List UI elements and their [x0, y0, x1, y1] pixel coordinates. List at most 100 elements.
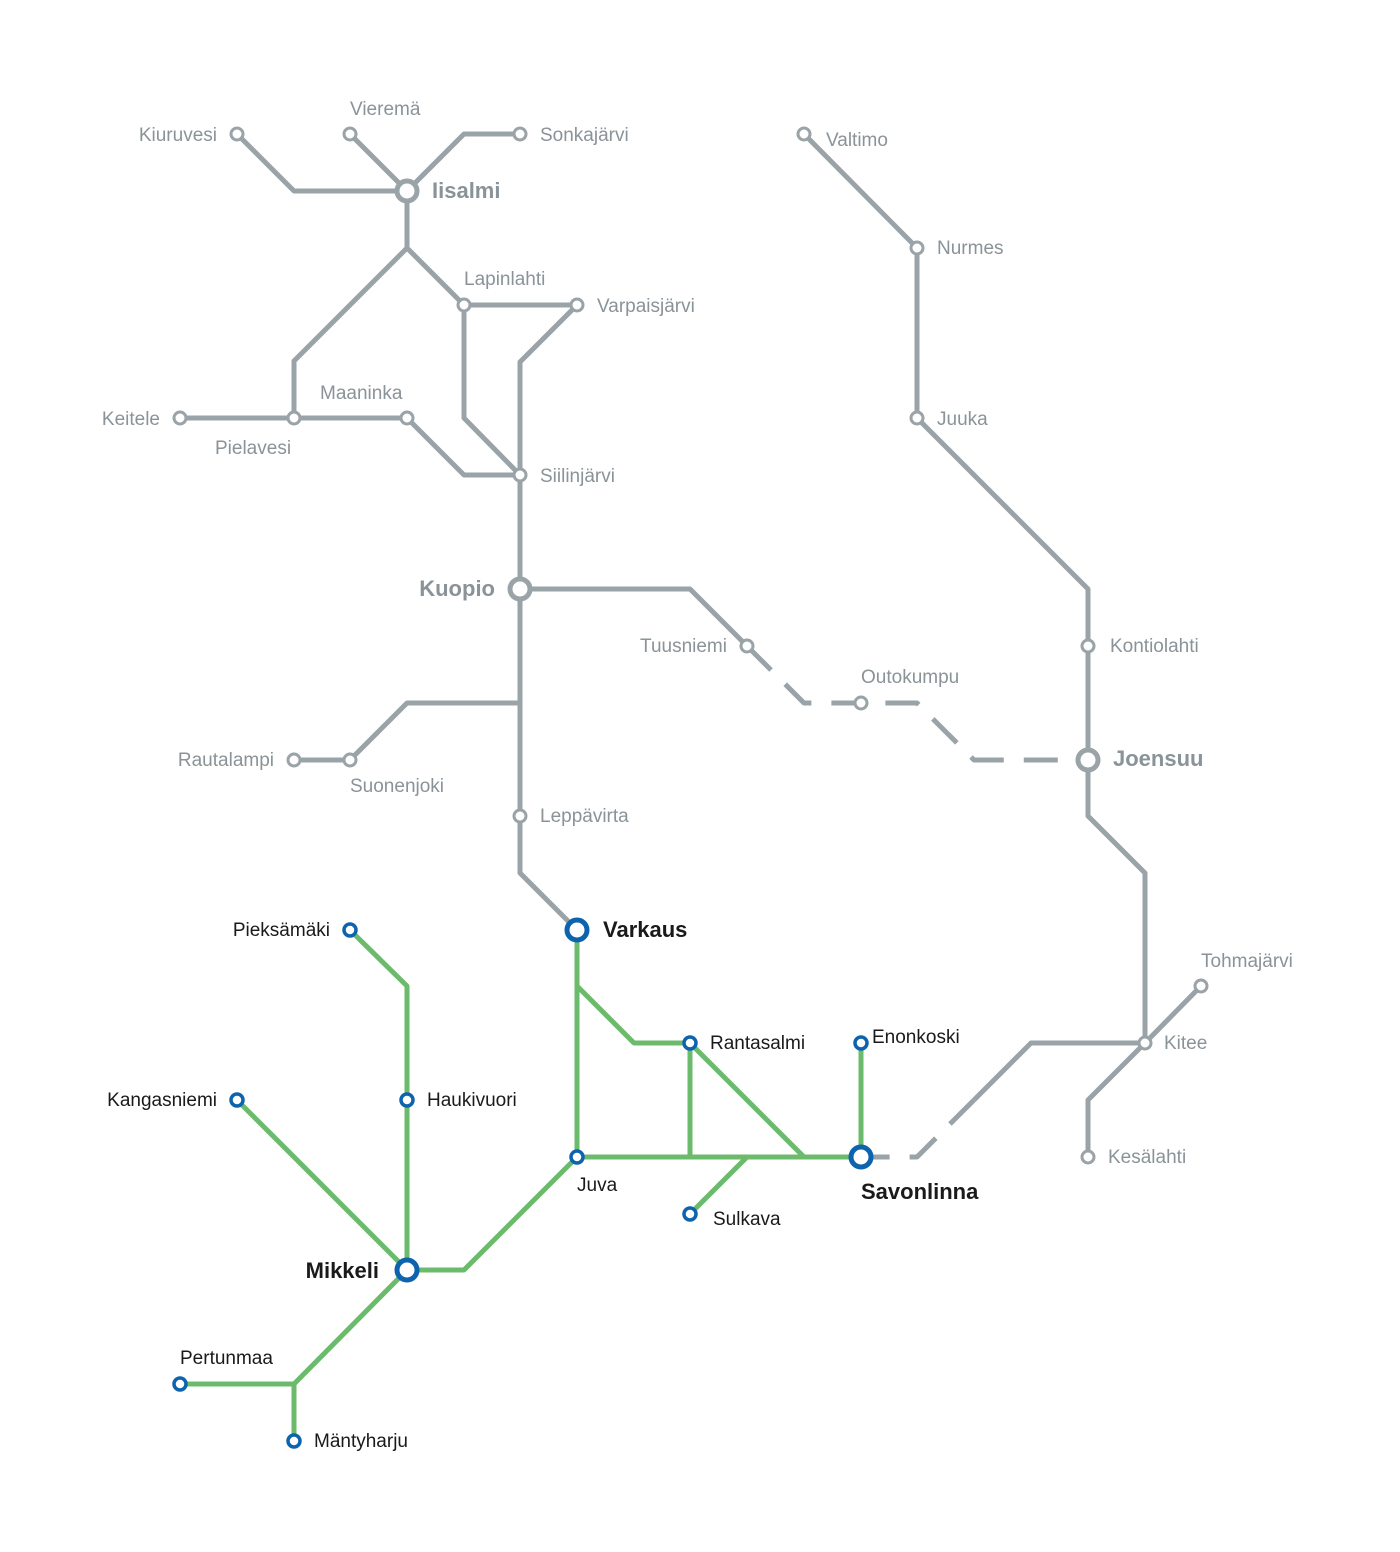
line-juva-mikkeli: [407, 1155, 579, 1273]
line-kitee-savonlinna: [861, 1098, 976, 1160]
label-pieksamaki: Pieksämäki: [233, 920, 330, 941]
station-maaninka[interactable]: [399, 410, 415, 426]
line-varpaisjarvi-siilinjarvi: [517, 303, 579, 475]
station-sonkajarvi[interactable]: [512, 126, 528, 142]
label-tuusniemi: Tuusniemi: [640, 636, 727, 657]
station-juva[interactable]: [569, 1149, 585, 1165]
label-outokumpu: Outokumpu: [861, 667, 959, 688]
label-pielavesi: Pielavesi: [215, 438, 291, 459]
station-siilinjarvi[interactable]: [512, 467, 528, 483]
line-kitee-junction: [972, 1040, 1145, 1102]
station-haukivuori[interactable]: [399, 1092, 415, 1108]
station-varkaus[interactable]: [564, 917, 590, 943]
line-varkaus-rantasalmi: [575, 984, 690, 1046]
station-valtimo[interactable]: [796, 126, 812, 142]
label-kiuruvesi: Kiuruvesi: [139, 125, 217, 146]
label-suonenjoki: Suonenjoki: [350, 776, 444, 797]
line-rantasalmi-savonlinna: [688, 1041, 806, 1159]
label-kesalahti: Kesälahti: [1108, 1147, 1186, 1168]
station-tohmajarvi[interactable]: [1193, 978, 1209, 994]
station-rautalampi[interactable]: [286, 752, 302, 768]
gray-network-lines: [180, 131, 1203, 1160]
label-mantyharju: Mäntyharju: [314, 1431, 408, 1452]
line-tohmajarvi-kesalahti: [1085, 984, 1203, 1157]
label-kitee: Kitee: [1164, 1033, 1207, 1054]
dark-labels: Varkaus Pieksämäki Haukivuori Kangasniem…: [107, 917, 979, 1452]
station-lapinlahti[interactable]: [456, 297, 472, 313]
label-tohmajarvi: Tohmajärvi: [1201, 951, 1293, 972]
station-juuka[interactable]: [909, 410, 925, 426]
station-kitee[interactable]: [1137, 1035, 1153, 1051]
line-kangasniemi-mikkeli: [235, 1098, 409, 1272]
label-juuka: Juuka: [937, 409, 988, 430]
label-varkaus: Varkaus: [603, 917, 687, 942]
station-iisalmi[interactable]: [394, 178, 420, 204]
station-leppavirta[interactable]: [512, 808, 528, 824]
station-mantyharju[interactable]: [286, 1433, 302, 1449]
station-mikkeli[interactable]: [394, 1257, 420, 1283]
label-rautalampi: Rautalampi: [178, 750, 274, 771]
station-kangasniemi[interactable]: [229, 1092, 245, 1108]
blue-stations: [172, 917, 874, 1449]
station-enonkoski[interactable]: [853, 1035, 869, 1051]
label-sonkajarvi: Sonkajärvi: [540, 125, 629, 146]
gray-labels: Iisalmi Kiuruvesi Vieremä Sonkajärvi Lap…: [102, 99, 1293, 1168]
line-junction-pielavesi: [291, 246, 409, 418]
line-pieksamaki-mikkeli: [348, 928, 410, 1270]
label-varpaisjarvi: Varpaisjärvi: [597, 296, 695, 317]
station-kesalahti[interactable]: [1080, 1149, 1096, 1165]
label-mikkeli: Mikkeli: [306, 1258, 379, 1283]
label-lapinlahti: Lapinlahti: [464, 269, 545, 290]
label-enonkoski: Enonkoski: [872, 1027, 960, 1048]
station-tuusniemi[interactable]: [739, 638, 755, 654]
station-joensuu[interactable]: [1075, 747, 1101, 773]
label-maaninka: Maaninka: [320, 383, 403, 404]
label-keitele: Keitele: [102, 409, 160, 430]
label-siilinjarvi: Siilinjärvi: [540, 466, 615, 487]
gray-stations: [172, 126, 1209, 1165]
station-suonenjoki[interactable]: [342, 752, 358, 768]
label-joensuu: Joensuu: [1113, 746, 1203, 771]
label-rantasalmi: Rantasalmi: [710, 1033, 805, 1054]
station-pertunmaa[interactable]: [172, 1376, 188, 1392]
label-iisalmi: Iisalmi: [432, 178, 500, 203]
line-vierema-iisalmi: [348, 132, 409, 193]
label-nurmes: Nurmes: [937, 238, 1004, 259]
station-sulkava[interactable]: [682, 1206, 698, 1222]
label-pertunmaa: Pertunmaa: [180, 1348, 273, 1369]
label-savonlinna: Savonlinna: [861, 1179, 979, 1204]
station-rantasalmi[interactable]: [682, 1035, 698, 1051]
label-juva: Juva: [577, 1175, 618, 1196]
label-sulkava: Sulkava: [713, 1209, 781, 1230]
station-kiuruvesi[interactable]: [229, 126, 245, 142]
station-varpaisjarvi[interactable]: [569, 297, 585, 313]
station-outokumpu[interactable]: [853, 695, 869, 711]
label-kontiolahti: Kontiolahti: [1110, 636, 1199, 657]
station-kontiolahti[interactable]: [1080, 638, 1096, 654]
line-kiuruvesi-iisalmi: [235, 132, 407, 194]
station-kuopio[interactable]: [507, 576, 533, 602]
line-joensuu-kitee: [1085, 760, 1148, 1043]
line-tuusniemi-joensuu: [745, 644, 1088, 763]
label-kuopio: Kuopio: [419, 576, 495, 601]
line-kuopio-tuusniemi: [520, 586, 749, 648]
station-nurmes[interactable]: [909, 240, 925, 256]
station-pielavesi[interactable]: [286, 410, 302, 426]
label-haukivuori: Haukivuori: [427, 1090, 517, 1111]
line-kuopio-varkaus: [517, 589, 579, 932]
station-keitele[interactable]: [172, 410, 188, 426]
line-branch-suonenjoki: [294, 700, 520, 763]
label-valtimo: Valtimo: [826, 130, 888, 151]
green-network-lines: [180, 928, 864, 1441]
station-pieksamaki[interactable]: [342, 922, 358, 938]
label-vierema: Vieremä: [350, 99, 421, 120]
line-sulkava-branch: [688, 1155, 749, 1216]
label-kangasniemi: Kangasniemi: [107, 1090, 217, 1111]
label-leppavirta: Leppävirta: [540, 806, 629, 827]
line-lapinlahti-siilinjarvi: [461, 305, 522, 477]
station-savonlinna[interactable]: [848, 1144, 874, 1170]
line-iisalmi-sonkajarvi: [405, 131, 520, 193]
station-vierema[interactable]: [342, 126, 358, 142]
line-junction-lapinlahti: [405, 246, 466, 307]
